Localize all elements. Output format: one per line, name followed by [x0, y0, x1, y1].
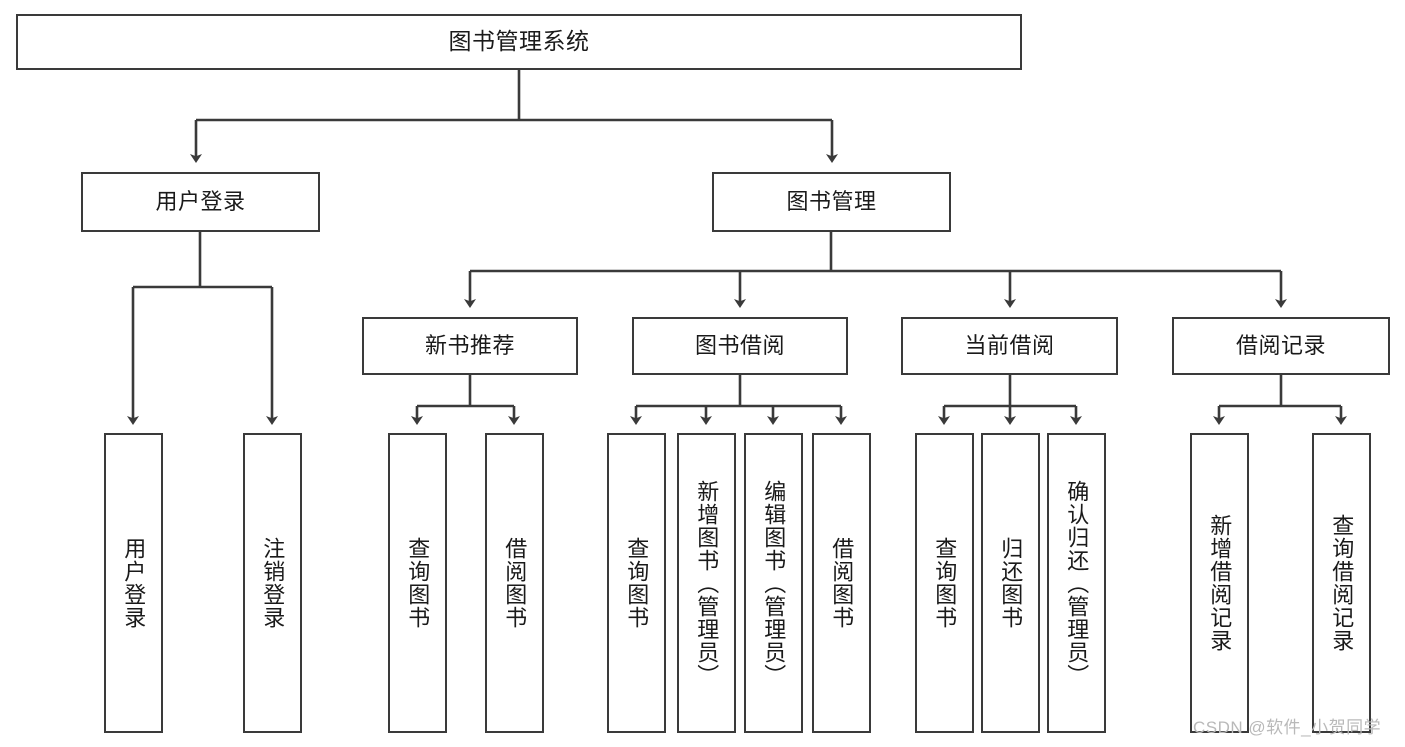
node-label: 注销登录: [260, 537, 286, 629]
csdn-watermark: CSDN @软件_小贺同学: [1193, 718, 1382, 737]
node-label: 借阅图书: [829, 537, 855, 629]
node-label: 编辑图书（管理员）: [761, 479, 787, 687]
node-label: 新书推荐: [424, 332, 515, 358]
node-leaf-logout-login[interactable]: 注销登录: [243, 433, 302, 733]
node-leaf-add-record[interactable]: 新增借阅记录: [1190, 433, 1249, 733]
node-label: 查询图书: [932, 537, 958, 629]
node-label: 确认归还（管理员）: [1064, 479, 1090, 687]
node-leaf-borrow-book-1[interactable]: 借阅图书: [485, 433, 544, 733]
node-book-management-system[interactable]: 图书管理系统: [16, 14, 1022, 70]
node-label: 当前借阅: [964, 332, 1055, 358]
node-leaf-add-book[interactable]: 新增图书（管理员）: [677, 433, 736, 733]
node-label: 查询图书: [405, 537, 431, 629]
node-leaf-edit-book[interactable]: 编辑图书（管理员）: [744, 433, 803, 733]
node-leaf-query-book-2[interactable]: 查询图书: [607, 433, 666, 733]
node-label: 图书借阅: [694, 332, 785, 358]
node-label: 新增图书（管理员）: [694, 479, 720, 687]
node-label: 图书管理: [786, 188, 877, 214]
node-label: 借阅记录: [1235, 332, 1326, 358]
node-book-borrow[interactable]: 图书借阅: [632, 317, 848, 375]
node-label: 查询借阅记录: [1329, 514, 1355, 652]
node-label: 借阅图书: [502, 537, 528, 629]
node-label: 查询图书: [624, 537, 650, 629]
node-borrow-record[interactable]: 借阅记录: [1172, 317, 1390, 375]
node-book-management[interactable]: 图书管理: [712, 172, 951, 232]
node-leaf-user-login[interactable]: 用户登录: [104, 433, 163, 733]
node-leaf-query-book-3[interactable]: 查询图书: [915, 433, 974, 733]
node-new-book-recommend[interactable]: 新书推荐: [362, 317, 578, 375]
node-user-login[interactable]: 用户登录: [81, 172, 320, 232]
node-label: 用户登录: [121, 537, 147, 629]
node-leaf-query-record[interactable]: 查询借阅记录: [1312, 433, 1371, 733]
node-current-borrow[interactable]: 当前借阅: [901, 317, 1118, 375]
node-label: 归还图书: [998, 537, 1024, 629]
node-leaf-query-book-1[interactable]: 查询图书: [388, 433, 447, 733]
node-leaf-confirm-return[interactable]: 确认归还（管理员）: [1047, 433, 1106, 733]
node-leaf-borrow-book-2[interactable]: 借阅图书: [812, 433, 871, 733]
node-label: 新增借阅记录: [1207, 514, 1233, 652]
node-leaf-return-book[interactable]: 归还图书: [981, 433, 1040, 733]
node-label: 图书管理系统: [448, 28, 590, 55]
node-label: 用户登录: [155, 188, 246, 214]
